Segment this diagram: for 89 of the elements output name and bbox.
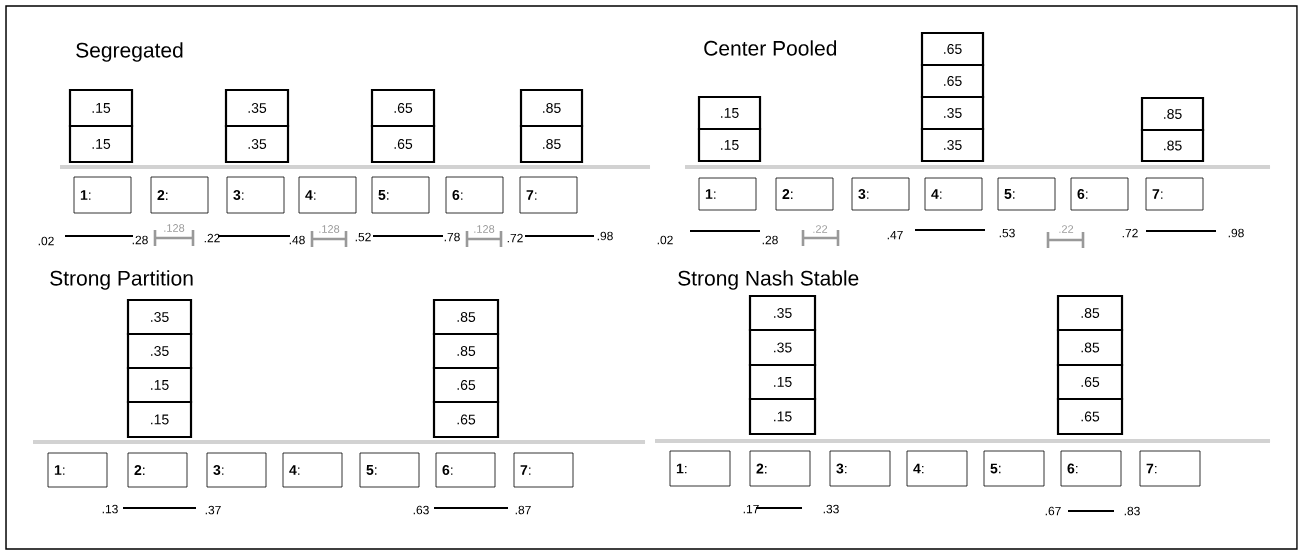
value-box: .15 xyxy=(697,127,762,163)
slot-box: 6: xyxy=(445,176,504,214)
value-box: .35 xyxy=(126,332,193,370)
interval-endpoint: .98 xyxy=(1228,228,1244,238)
interval-gap-label: .128 xyxy=(474,225,495,233)
interval-endpoint: .67 xyxy=(1045,506,1061,516)
slot-box: 3: xyxy=(829,450,891,487)
value-box: .35 xyxy=(920,95,985,131)
value-box: .35 xyxy=(920,127,985,163)
value-box: .15 xyxy=(126,400,193,439)
slot-box: 3: xyxy=(206,452,267,488)
interval-endpoint: .28 xyxy=(762,235,778,245)
value-box: .35 xyxy=(224,124,290,164)
panel-title: Strong Nash Stable xyxy=(678,270,859,290)
value-box: .15 xyxy=(748,363,817,401)
slot-box: 7: xyxy=(1139,450,1201,487)
value-box: .65 xyxy=(432,400,500,439)
value-box: .65 xyxy=(920,63,985,99)
slot-box: 7: xyxy=(1145,177,1204,211)
value-box: .85 xyxy=(519,124,584,164)
interval-endpoint: .78 xyxy=(444,232,460,242)
slot-box: 5: xyxy=(359,452,420,488)
value-box: .85 xyxy=(1056,328,1124,367)
interval-endpoint: .63 xyxy=(413,505,429,515)
value-box: .15 xyxy=(126,366,193,404)
value-box: .65 xyxy=(370,88,436,128)
interval-endpoint: .53 xyxy=(999,228,1015,238)
value-box: .35 xyxy=(126,298,193,336)
slot-box: 1: xyxy=(47,452,108,488)
slot-box: 5: xyxy=(371,176,430,214)
slot-box: 7: xyxy=(519,176,578,214)
slot-box: 4: xyxy=(282,452,343,488)
interval-endpoint: .52 xyxy=(355,232,371,242)
value-box: .85 xyxy=(1140,96,1205,132)
value-box: .65 xyxy=(370,124,436,164)
interval-endpoint: .72 xyxy=(507,233,523,243)
slot-box: 4: xyxy=(924,177,983,211)
value-box: .85 xyxy=(1056,294,1124,332)
value-box: .65 xyxy=(1056,397,1124,436)
interval-endpoint: .28 xyxy=(132,235,148,245)
slot-box: 6: xyxy=(435,452,496,488)
value-box: .85 xyxy=(432,332,500,370)
interval-endpoint: .02 xyxy=(38,236,54,246)
value-box: .15 xyxy=(68,124,134,164)
interval-gap-label: .22 xyxy=(813,225,828,233)
slot-box: 1: xyxy=(698,177,757,211)
interval-endpoint: .37 xyxy=(205,505,221,515)
slot-box: 2: xyxy=(150,176,209,214)
slot-box: 7: xyxy=(513,452,574,488)
interval-gap-label: .128 xyxy=(164,224,185,232)
slot-box: 6: xyxy=(1060,450,1122,487)
panel-title: Center Pooled xyxy=(704,40,837,56)
slot-box: 1: xyxy=(73,176,132,214)
slot-box: 2: xyxy=(749,450,811,487)
interval-gap-label: .22 xyxy=(1059,225,1074,233)
interval-endpoint: .72 xyxy=(1122,228,1138,238)
panel-title: Strong Partition xyxy=(50,270,193,290)
interval-endpoint: .83 xyxy=(1124,506,1140,516)
interval-gap-label: .128 xyxy=(319,225,340,233)
slot-box: 4: xyxy=(906,450,968,487)
value-box: .35 xyxy=(748,328,817,367)
value-box: .15 xyxy=(68,88,134,128)
interval-endpoint: .48 xyxy=(289,235,305,245)
value-box: .15 xyxy=(697,95,762,131)
slot-box: 5: xyxy=(983,450,1045,487)
slot-box: 3: xyxy=(226,176,285,214)
value-box: .85 xyxy=(432,298,500,336)
panel-title: Segregated xyxy=(76,42,183,62)
interval-endpoint: .87 xyxy=(515,505,531,515)
value-box: .35 xyxy=(224,88,290,128)
interval-endpoint: .13 xyxy=(102,504,118,514)
value-box: .65 xyxy=(432,366,500,404)
value-box: .85 xyxy=(1140,128,1205,163)
value-box: .15 xyxy=(748,397,817,436)
interval-endpoint: .98 xyxy=(597,231,613,241)
value-box: .65 xyxy=(1056,363,1124,401)
slot-box: 6: xyxy=(1070,177,1129,211)
slot-box: 1: xyxy=(669,450,731,487)
slot-box: 3: xyxy=(851,177,910,211)
value-box: .35 xyxy=(748,294,817,332)
slot-box: 2: xyxy=(127,452,188,488)
slot-box: 5: xyxy=(997,177,1056,211)
slot-box: 2: xyxy=(775,177,834,211)
interval-endpoint: .33 xyxy=(823,504,839,514)
interval-endpoint: .02 xyxy=(657,235,673,245)
slot-box: 4: xyxy=(298,176,357,214)
value-box: .65 xyxy=(920,31,985,67)
value-box: .85 xyxy=(519,88,584,128)
interval-endpoint: .47 xyxy=(887,230,903,240)
